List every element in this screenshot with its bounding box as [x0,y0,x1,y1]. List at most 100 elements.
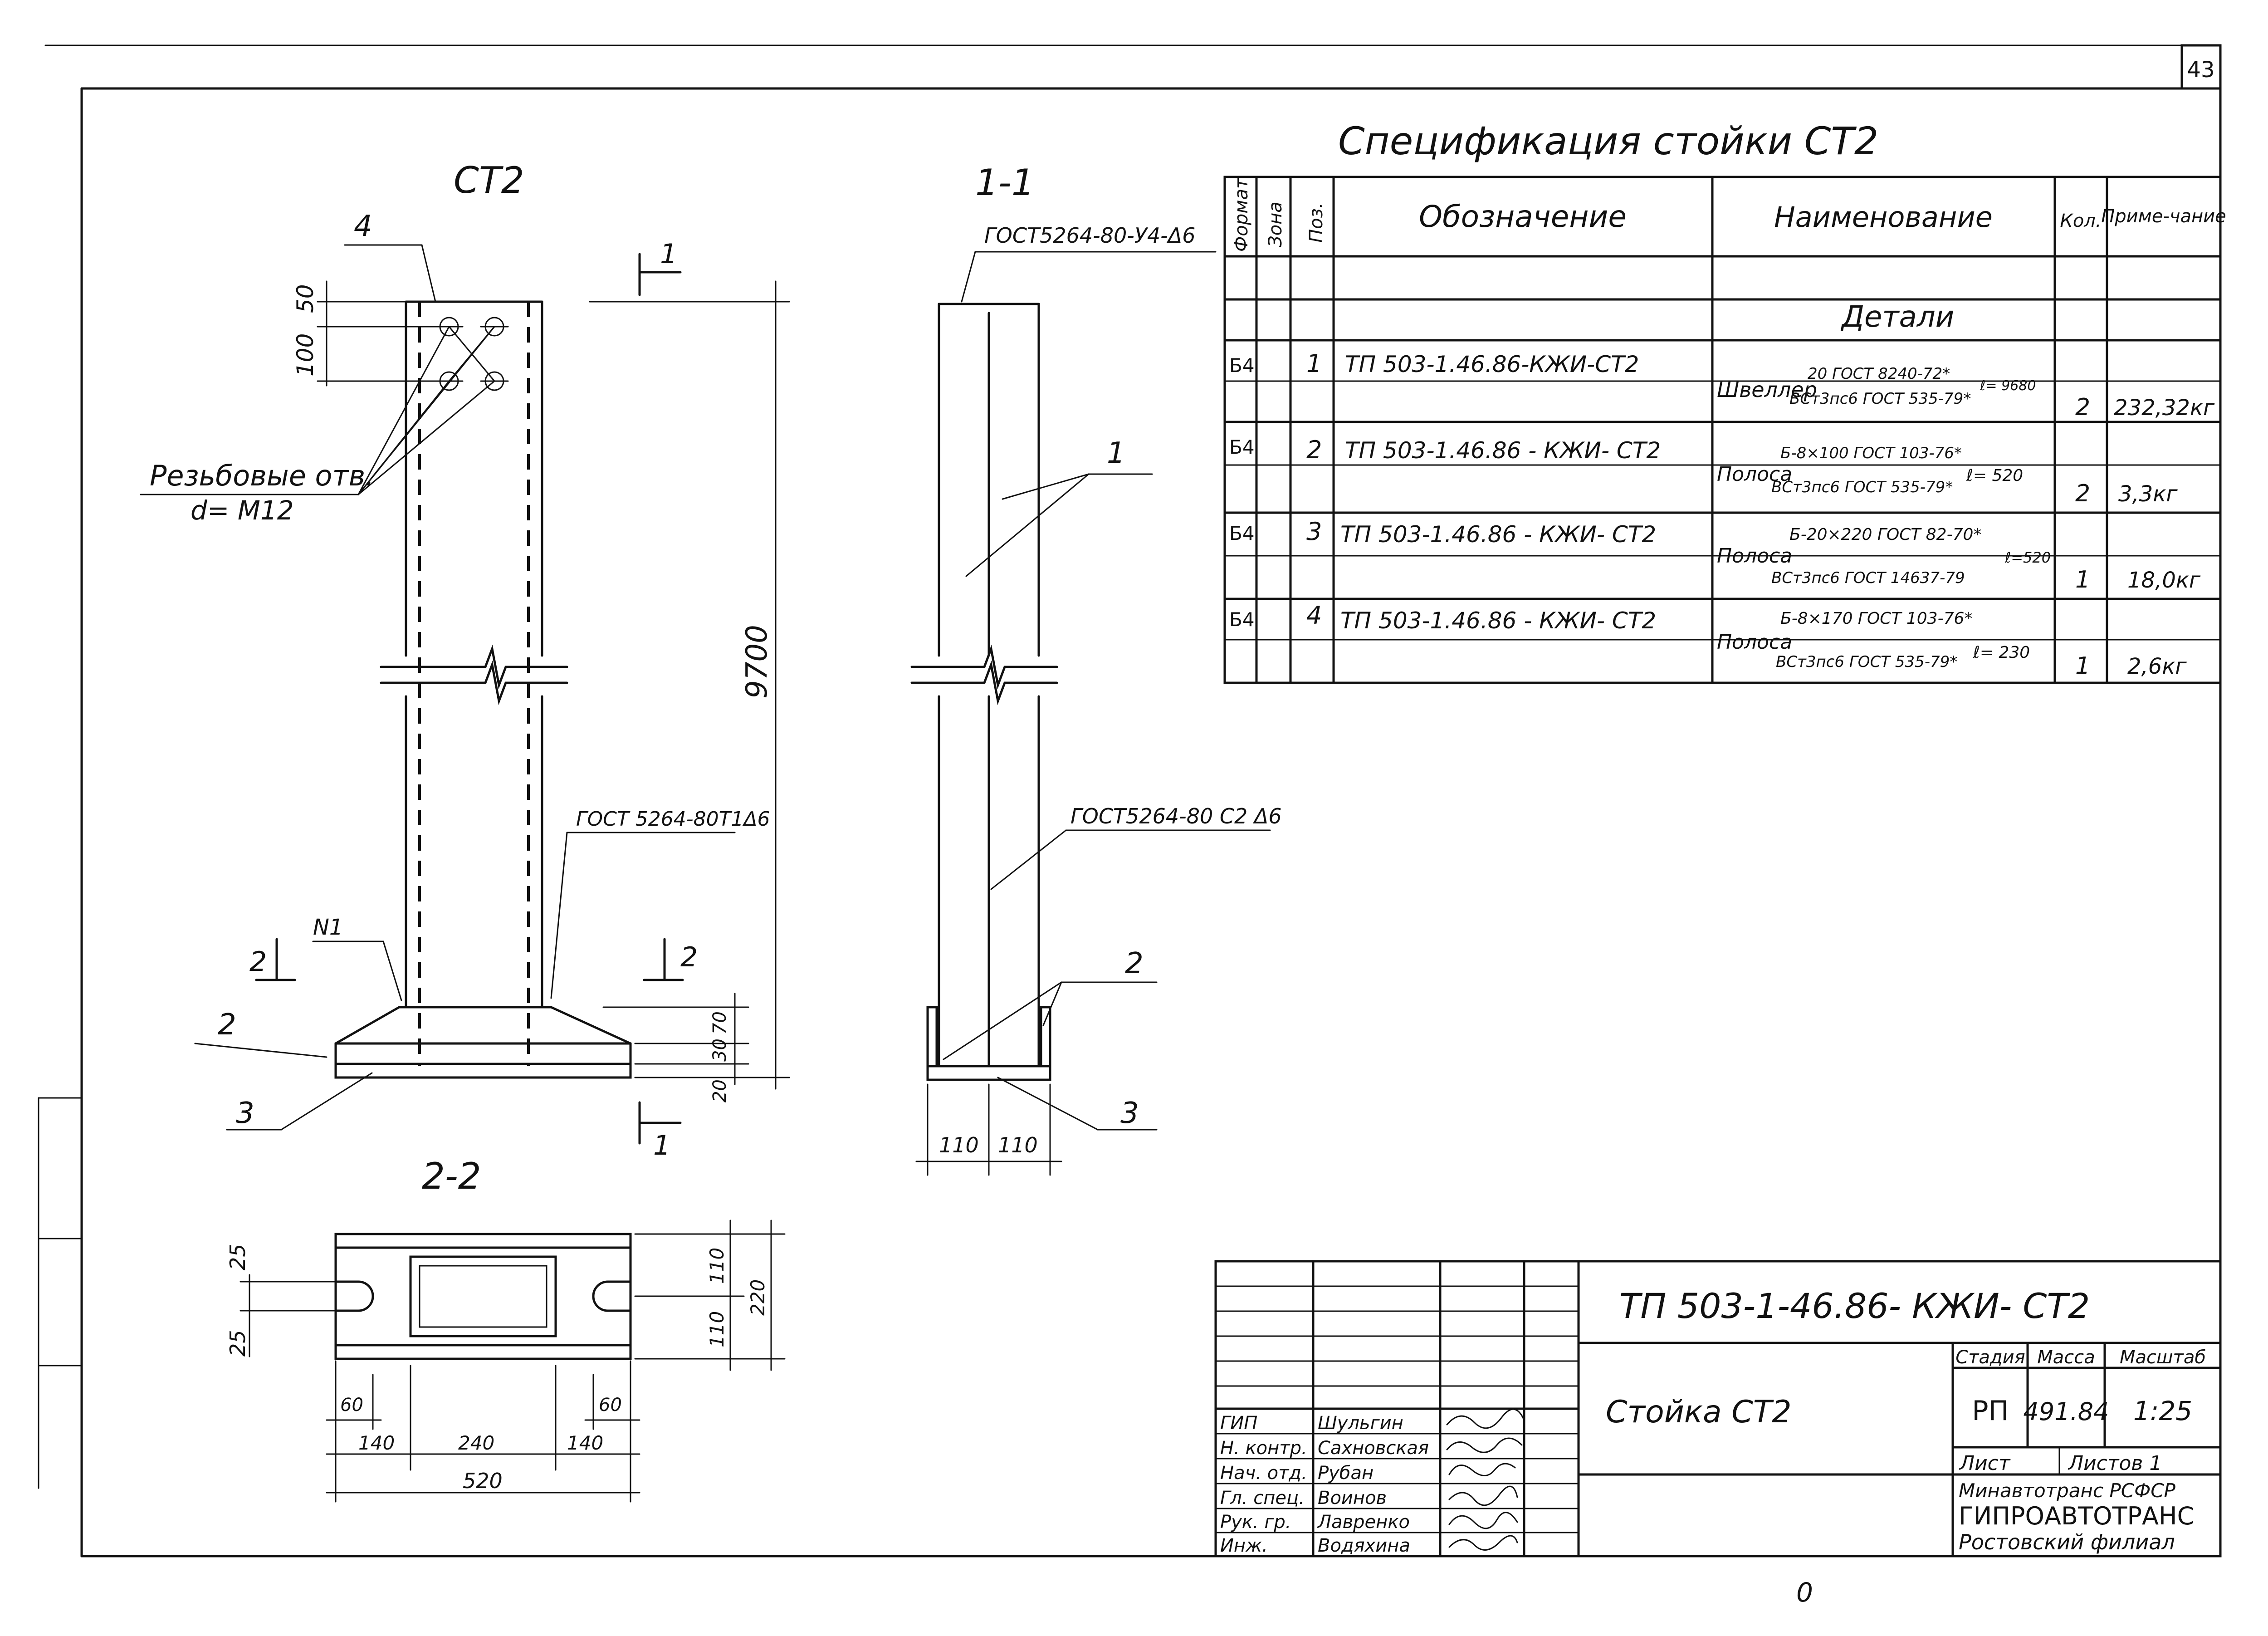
signatures [1446,1408,1525,1551]
leader-4-label: 4 [354,210,372,243]
dim-60-a: 60 [340,1395,363,1416]
header-pos: Поз. [1306,202,1327,243]
row-qty: 2 [2075,480,2090,507]
row-designation: ТП 503-1.46.86 - КЖИ- СТ2 [1345,437,1661,464]
dim-220: 220 [747,1279,769,1316]
signer-name: Водяхина [1318,1535,1410,1556]
elevation-title: СТ2 [454,159,524,201]
row-pos: 3 [1306,517,1322,546]
section-pos-2: 2 [1125,947,1144,980]
spec-row: Б4 2 ТП 503-1.46.86 - КЖИ- СТ2 Полоса Б-… [1229,436,2178,507]
scale-value: 1:25 [2133,1396,2192,1426]
row-name-prefix: Полоса [1717,463,1792,486]
row-pos: 1 [1306,349,1322,378]
row-qty: 2 [2075,394,2090,421]
row-name-top: Б-8×100 ГОСТ 103-76* [1780,444,1962,462]
row-designation: ТП 503-1.46.86 - КЖИ- СТ2 [1340,521,1656,548]
title-block: ТП 503-1-46.86- КЖИ- СТ2 Стойка СТ2 Стад… [1214,1260,2222,1558]
row-name-bottom: ВСт3пс6 ГОСТ 14637-79 [1771,569,1965,587]
org-line-1: Минавтотранс РСФСР [1959,1479,2176,1502]
weld-note: ГОСТ 5264-80Т1Δ6 [576,808,770,831]
row-length: ℓ=520 [2004,549,2051,566]
cut-1-bottom-label: 1 [653,1130,670,1161]
weld-top-note: ГОСТ5264-80-У4-Δ6 [984,223,1195,248]
stage-value: РП [1972,1395,2009,1427]
row-qty: 1 [2075,652,2090,680]
header-designation: Обозначение [1419,199,1627,234]
row-format: Б4 [1229,608,1255,631]
row-note: 232,32кг [2114,395,2215,421]
dim-110-b: 110 [998,1133,1038,1157]
holes-note-line2: d= M12 [191,495,294,526]
cut-1-top-label: 1 [660,238,677,270]
dim-30: 30 [709,1038,730,1062]
section-pos-3: 3 [1120,1097,1139,1130]
signer-name: Рубан [1318,1463,1374,1484]
dim-240: 240 [458,1432,494,1454]
cut-2-right-label: 2 [680,941,698,973]
mass-label: Масса [2037,1347,2095,1368]
dim-140-b: 140 [567,1432,603,1454]
elevation-pos-2: 2 [218,1008,236,1042]
page-number: 43 [2187,57,2214,83]
spec-row: Б4 4 ТП 503-1.46.86 - КЖИ- СТ2 Полоса Б-… [1229,601,2187,680]
row-pos: 2 [1306,436,1322,464]
row-pos: 4 [1306,601,1322,630]
signer-role: Гл. спец. [1220,1488,1305,1509]
header-format: Формат [1231,177,1252,252]
section-2-2-view: 2-2 25 25 110 110 220 60 60 [225,1155,786,1503]
row-format: Б4 [1229,354,1255,377]
row-name-top: Б-8×170 ГОСТ 103-76* [1780,609,1972,628]
dim-20: 20 [709,1079,730,1102]
section-1-1-view: 1-1 ГОСТ5264-80-У4-Δ6 1 ГОСТ5264-80 С2 Δ… [910,162,1282,1176]
row-name-prefix: Полоса [1717,631,1792,654]
section-1-1-title: 1-1 [975,162,1035,204]
scale-label: Масштаб [2120,1347,2206,1368]
signer-name: Лавренко [1317,1512,1410,1533]
row-note: 18,0кг [2127,568,2201,593]
row-name-top: 20 ГОСТ 8240-72* [1808,365,1950,383]
row-name-bottom: ВСт3пс6 ГОСТ 535-79* [1789,390,1971,408]
row-name-bottom: ВСт3пс6 ГОСТ 535-79* [1771,478,1953,496]
spec-row: Б4 3 ТП 503-1.46.86 - КЖИ- СТ2 Полоса Б-… [1229,517,2201,593]
elevation-pos-3: 3 [236,1097,254,1130]
row-length: ℓ= 520 [1966,466,2023,485]
row-name-bottom: ВСт3пс6 ГОСТ 535-79* [1776,653,1957,671]
dim-50: 50 [292,284,318,313]
elevation-view: СТ2 4 50 100 [140,159,790,1161]
dim-110-bottom: 110 [706,1311,728,1347]
cut-2-left-label: 2 [249,946,267,978]
signer-name: Воинов [1318,1488,1387,1509]
dim-520: 520 [463,1469,503,1493]
bottom-mark: 0 [1796,1577,1813,1608]
stage-label: Стадия [1955,1347,2025,1368]
signer-role: Н. контр. [1220,1438,1307,1459]
header-zone: Зона [1265,201,1286,247]
doc-code: ТП 503-1-46.86- КЖИ- СТ2 [1619,1286,2090,1326]
spec-title: Спецификация стойки СТ2 [1338,119,1878,163]
sheets-label: Листов 1 [2068,1452,2162,1475]
signer-role: ГИП [1220,1413,1257,1434]
header-qty: Кол. [2060,211,2101,231]
signer-role: Рук. гр. [1220,1512,1291,1533]
dim-100: 100 [292,333,318,377]
header-note: Приме-чание [2101,206,2226,227]
dim-25-a: 25 [225,1244,250,1270]
row-name-prefix: Полоса [1717,544,1792,568]
row-format: Б4 [1229,522,1255,544]
dim-25-b: 25 [225,1330,250,1357]
row-designation: ТП 503-1.46.86 - КЖИ- СТ2 [1340,607,1656,634]
header-name: Наименование [1774,201,1993,234]
row-note: 2,6кг [2127,654,2187,679]
row-length: ℓ= 9680 [1980,378,2036,394]
row-length: ℓ= 230 [1973,643,2030,662]
mass-value: 491.84 [2024,1397,2109,1426]
dim-60-b: 60 [599,1395,622,1416]
holes-note-line1: Резьбовые отв. [150,459,374,492]
row-note: 3,3кг [2118,481,2178,507]
row-name-top: Б-20×220 ГОСТ 82-70* [1789,525,1981,544]
dim-140-a: 140 [358,1432,395,1454]
signer-name: Сахновская [1318,1438,1429,1459]
dim-110-a: 110 [939,1133,979,1157]
